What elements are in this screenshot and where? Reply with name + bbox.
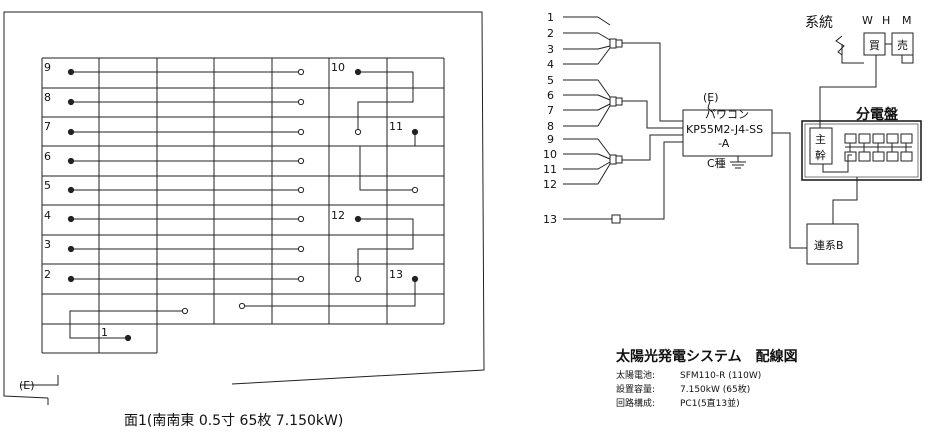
circuit-label-7: 7 bbox=[547, 104, 554, 117]
link-box-label: 連系B bbox=[814, 238, 844, 252]
row-label-3: 3 bbox=[44, 238, 51, 251]
circuit-label-4: 4 bbox=[547, 58, 554, 71]
row-label-6: 6 bbox=[44, 150, 51, 163]
grid-label: 系統 bbox=[805, 15, 833, 31]
panel-title: 分電盤 bbox=[856, 106, 899, 123]
circuit-label-2: 2 bbox=[547, 27, 554, 40]
meter-m-label: M bbox=[902, 14, 912, 27]
string-label-13: 13 bbox=[389, 268, 403, 281]
main-breaker-top: 主 bbox=[815, 133, 826, 146]
circuit-label-1: 1 bbox=[547, 11, 554, 24]
meter-w-label: W bbox=[862, 14, 873, 27]
circuit-lines bbox=[563, 16, 612, 220]
row-label-4: 4 bbox=[44, 209, 51, 222]
roof-outline bbox=[3, 11, 485, 399]
row-label-7: 7 bbox=[44, 120, 51, 133]
spec-key-circuit: 回路構成: bbox=[616, 397, 655, 409]
branch-breakers bbox=[844, 133, 913, 162]
circuit-number-list: 1 2 3 4 5 6 7 8 9 10 11 12 13 bbox=[543, 11, 557, 226]
circuit-label-13: 13 bbox=[543, 213, 557, 226]
sell-meter-label: 売 bbox=[897, 39, 908, 52]
array-caption: 面1(南南東 0.5寸 65枚 7.150kW) bbox=[124, 413, 343, 429]
distribution-panel bbox=[801, 120, 922, 181]
terminal-dots bbox=[67, 68, 419, 342]
spec-title: 太陽光発電システム 配線図 bbox=[616, 348, 798, 365]
string-label-11: 11 bbox=[389, 120, 403, 133]
circuit-label-10: 10 bbox=[543, 148, 557, 161]
row-label-8: 8 bbox=[44, 91, 51, 104]
row-label-2: 2 bbox=[44, 268, 51, 281]
spec-value-capacity: 7.150kW (65枚) bbox=[680, 383, 750, 395]
spec-value-cell: SFM110-R (110W) bbox=[680, 371, 761, 381]
circuit-label-8: 8 bbox=[547, 120, 554, 133]
panel-grid bbox=[41, 57, 445, 354]
buy-meter-label: 買 bbox=[869, 39, 880, 52]
row-label-9: 9 bbox=[44, 61, 51, 74]
circuit-label-6: 6 bbox=[547, 89, 554, 102]
string-wires bbox=[20, 71, 416, 386]
main-breaker bbox=[809, 127, 833, 165]
spec-value-circuit: PC1(5直13並) bbox=[680, 397, 740, 409]
spec-key-capacity: 設置容量: bbox=[616, 383, 655, 395]
array-earth-label: (E) bbox=[19, 379, 35, 392]
string-label-10: 10 bbox=[331, 61, 345, 74]
spec-key-cell: 太陽電池: bbox=[616, 369, 655, 381]
circuit-label-5: 5 bbox=[547, 74, 554, 87]
pcs-model-suffix: -A bbox=[718, 137, 730, 150]
row-label-5: 5 bbox=[44, 179, 51, 192]
pcs-name: パワコン bbox=[705, 108, 749, 121]
circuit-label-9: 9 bbox=[547, 133, 554, 146]
circuit-label-11: 11 bbox=[543, 163, 557, 176]
pcs-model: KP55M2-J4-SS bbox=[686, 123, 763, 136]
meter-h-label: H bbox=[882, 14, 890, 27]
combiner-connectors bbox=[597, 16, 623, 224]
circuit-label-12: 12 bbox=[543, 178, 557, 191]
string-label-1: 1 bbox=[101, 326, 108, 339]
wiring-earth-label: (E) bbox=[703, 91, 719, 104]
string-label-12: 12 bbox=[331, 209, 345, 222]
ground-class-label: C種 bbox=[707, 156, 726, 170]
main-breaker-bottom: 幹 bbox=[815, 148, 826, 162]
circuit-label-3: 3 bbox=[547, 43, 554, 56]
